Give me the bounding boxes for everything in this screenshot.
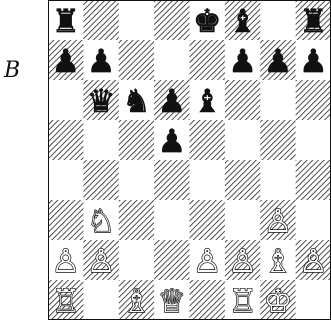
white-pawn-icon: ♙ xyxy=(193,242,222,280)
square-d2 xyxy=(154,240,190,280)
square-b4 xyxy=(83,160,119,200)
square-f4 xyxy=(225,160,261,200)
square-e7 xyxy=(190,40,226,80)
square-f3 xyxy=(225,200,261,240)
black-bishop-icon: ♝ xyxy=(193,82,222,120)
white-bishop-icon: ♗ xyxy=(122,282,151,320)
square-g4 xyxy=(260,160,296,200)
black-rook-icon: ♜ xyxy=(51,2,80,40)
square-c5 xyxy=(119,120,155,160)
black-pawn-icon: ♟ xyxy=(228,42,257,80)
square-d3 xyxy=(154,200,190,240)
black-rook-icon: ♜ xyxy=(299,2,328,40)
square-g8 xyxy=(260,0,296,40)
square-h5 xyxy=(296,120,331,160)
square-g5 xyxy=(260,120,296,160)
white-king-icon: ♔ xyxy=(264,282,293,320)
square-d7 xyxy=(154,40,190,80)
square-e4 xyxy=(190,160,226,200)
white-pawn-icon: ♙ xyxy=(299,242,328,280)
square-f5 xyxy=(225,120,261,160)
black-pawn-icon: ♟ xyxy=(157,82,186,120)
black-pawn-icon: ♟ xyxy=(299,42,328,80)
white-knight-icon: ♘ xyxy=(87,202,116,240)
square-c3 xyxy=(119,200,155,240)
black-pawn-icon: ♟ xyxy=(264,42,293,80)
white-queen-icon: ♕ xyxy=(157,282,186,320)
black-bishop-icon: ♝ xyxy=(228,2,257,40)
chess-board: ♜♚♝♜♟♟♟♟♟♛♞♟♝♟♘♙♙♙♙♙♗♙♖♗♕♖♔ xyxy=(48,0,331,320)
black-pawn-icon: ♟ xyxy=(87,42,116,80)
square-b1 xyxy=(83,280,119,320)
square-e1 xyxy=(190,280,226,320)
square-h6 xyxy=(296,80,331,120)
square-h3 xyxy=(296,200,331,240)
black-pawn-icon: ♟ xyxy=(51,42,80,80)
black-pawn-icon: ♟ xyxy=(157,122,186,160)
square-a6 xyxy=(48,80,84,120)
square-c2 xyxy=(119,240,155,280)
black-knight-icon: ♞ xyxy=(122,82,151,120)
square-b5 xyxy=(83,120,119,160)
white-pawn-icon: ♙ xyxy=(264,202,293,240)
white-pawn-icon: ♙ xyxy=(51,242,80,280)
square-e3 xyxy=(190,200,226,240)
square-a5 xyxy=(48,120,84,160)
square-c8 xyxy=(119,0,155,40)
white-pawn-icon: ♙ xyxy=(87,242,116,280)
diagram-label: B xyxy=(4,58,20,83)
square-h4 xyxy=(296,160,331,200)
chess-board-svg: ♜♚♝♜♟♟♟♟♟♛♞♟♝♟♘♙♙♙♙♙♗♙♖♗♕♖♔ xyxy=(48,0,331,320)
black-queen-icon: ♛ xyxy=(87,82,116,120)
square-a3 xyxy=(48,200,84,240)
white-bishop-icon: ♗ xyxy=(264,242,293,280)
square-c7 xyxy=(119,40,155,80)
white-rook-icon: ♖ xyxy=(51,282,80,320)
square-h1 xyxy=(296,280,331,320)
white-pawn-icon: ♙ xyxy=(228,242,257,280)
square-d4 xyxy=(154,160,190,200)
square-f6 xyxy=(225,80,261,120)
square-a4 xyxy=(48,160,84,200)
square-e5 xyxy=(190,120,226,160)
white-rook-icon: ♖ xyxy=(228,282,257,320)
square-d8 xyxy=(154,0,190,40)
black-king-icon: ♚ xyxy=(193,2,222,40)
square-g6 xyxy=(260,80,296,120)
square-b8 xyxy=(83,0,119,40)
square-c4 xyxy=(119,160,155,200)
